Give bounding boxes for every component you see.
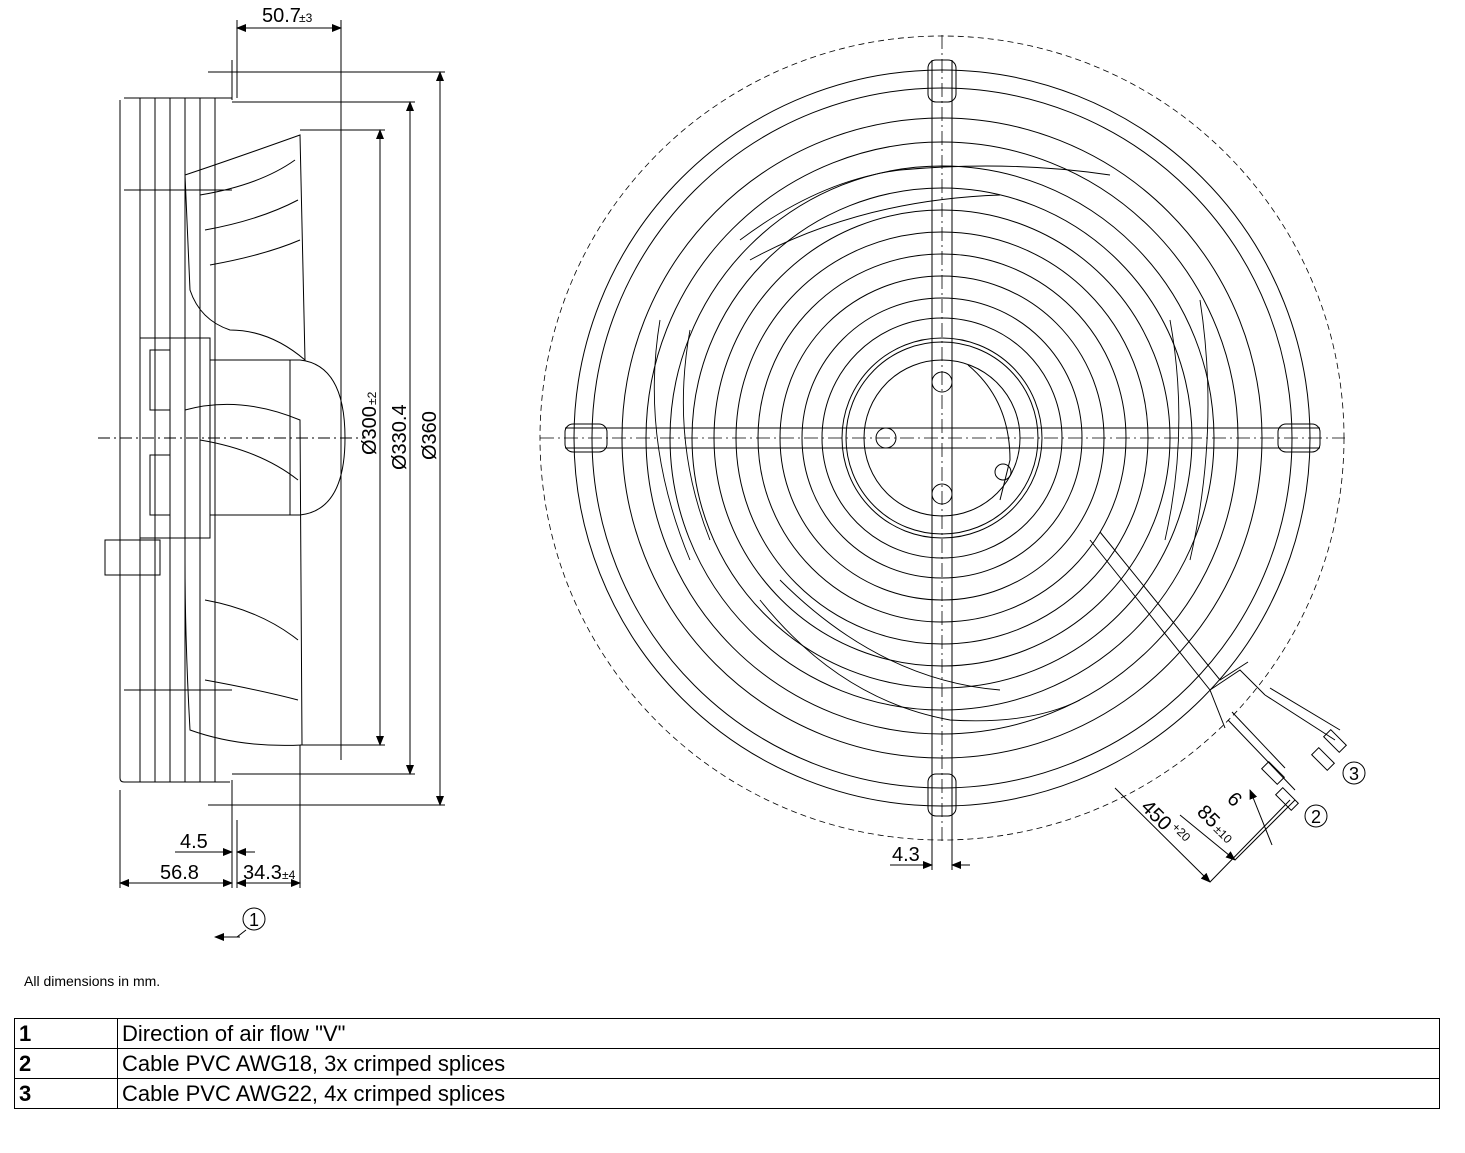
side-view: [104, 60, 346, 820]
cable-bundle: [1089, 531, 1348, 812]
legend-text: Direction of air flow "V": [117, 1018, 1440, 1049]
dim-450-tol: +20: [1169, 820, 1194, 845]
callout-2: 2: [1304, 804, 1328, 828]
callout-3-label: 3: [1349, 764, 1359, 784]
dim-50-7-tol: ±3: [299, 11, 313, 25]
front-dimensions: [890, 787, 1296, 883]
dim-50-7: 50.7: [262, 5, 301, 27]
dim-360: Ø360: [419, 411, 441, 460]
fan-blades: [184, 134, 306, 746]
dim-4-5: 4.5: [180, 831, 208, 853]
front-view: [539, 35, 1348, 845]
legend-table: 1 Direction of air flow "V" 2 Cable PVC …: [14, 1018, 1440, 1109]
legend-text: Cable PVC AWG18, 3x crimped splices: [117, 1048, 1440, 1079]
fan-technical-drawing: 50.7 ±3 Ø300 ±2 Ø330.4 Ø360 4.5 56.8 34.…: [98, 5, 1366, 941]
legend-text: Cable PVC AWG22, 4x crimped splices: [117, 1078, 1440, 1109]
dim-34-3: 34.3: [243, 862, 282, 884]
motor-face: [845, 341, 1039, 535]
front-fan-blades: [653, 165, 1209, 722]
motor-hub: [104, 337, 346, 576]
legend-number: 2: [14, 1048, 118, 1079]
dim-4-3: 4.3: [892, 844, 920, 866]
dimensions-note: All dimensions in mm.: [24, 973, 161, 989]
legend-number: 3: [14, 1078, 118, 1109]
legend-row: 1 Direction of air flow "V": [14, 1018, 1440, 1049]
legend-row: 3 Cable PVC AWG22, 4x crimped splices: [14, 1078, 1440, 1109]
dim-300: Ø300: [359, 406, 381, 455]
guard-frame: [119, 60, 233, 820]
dim-6: 6: [1222, 788, 1245, 811]
dim-330-4: Ø330.4: [389, 404, 411, 470]
callout-3: 3: [1342, 761, 1366, 785]
legend-row: 2 Cable PVC AWG18, 3x crimped splices: [14, 1048, 1440, 1079]
dim-300-tol: ±2: [365, 391, 379, 405]
callout-1: 1: [242, 907, 266, 931]
side-dimensions: [98, 20, 445, 941]
callout-2-label: 2: [1311, 807, 1321, 827]
callout-1-label: 1: [249, 910, 259, 930]
legend-number: 1: [14, 1018, 118, 1049]
dim-34-3-tol: ±4: [282, 868, 296, 882]
dim-56-8: 56.8: [160, 862, 199, 884]
